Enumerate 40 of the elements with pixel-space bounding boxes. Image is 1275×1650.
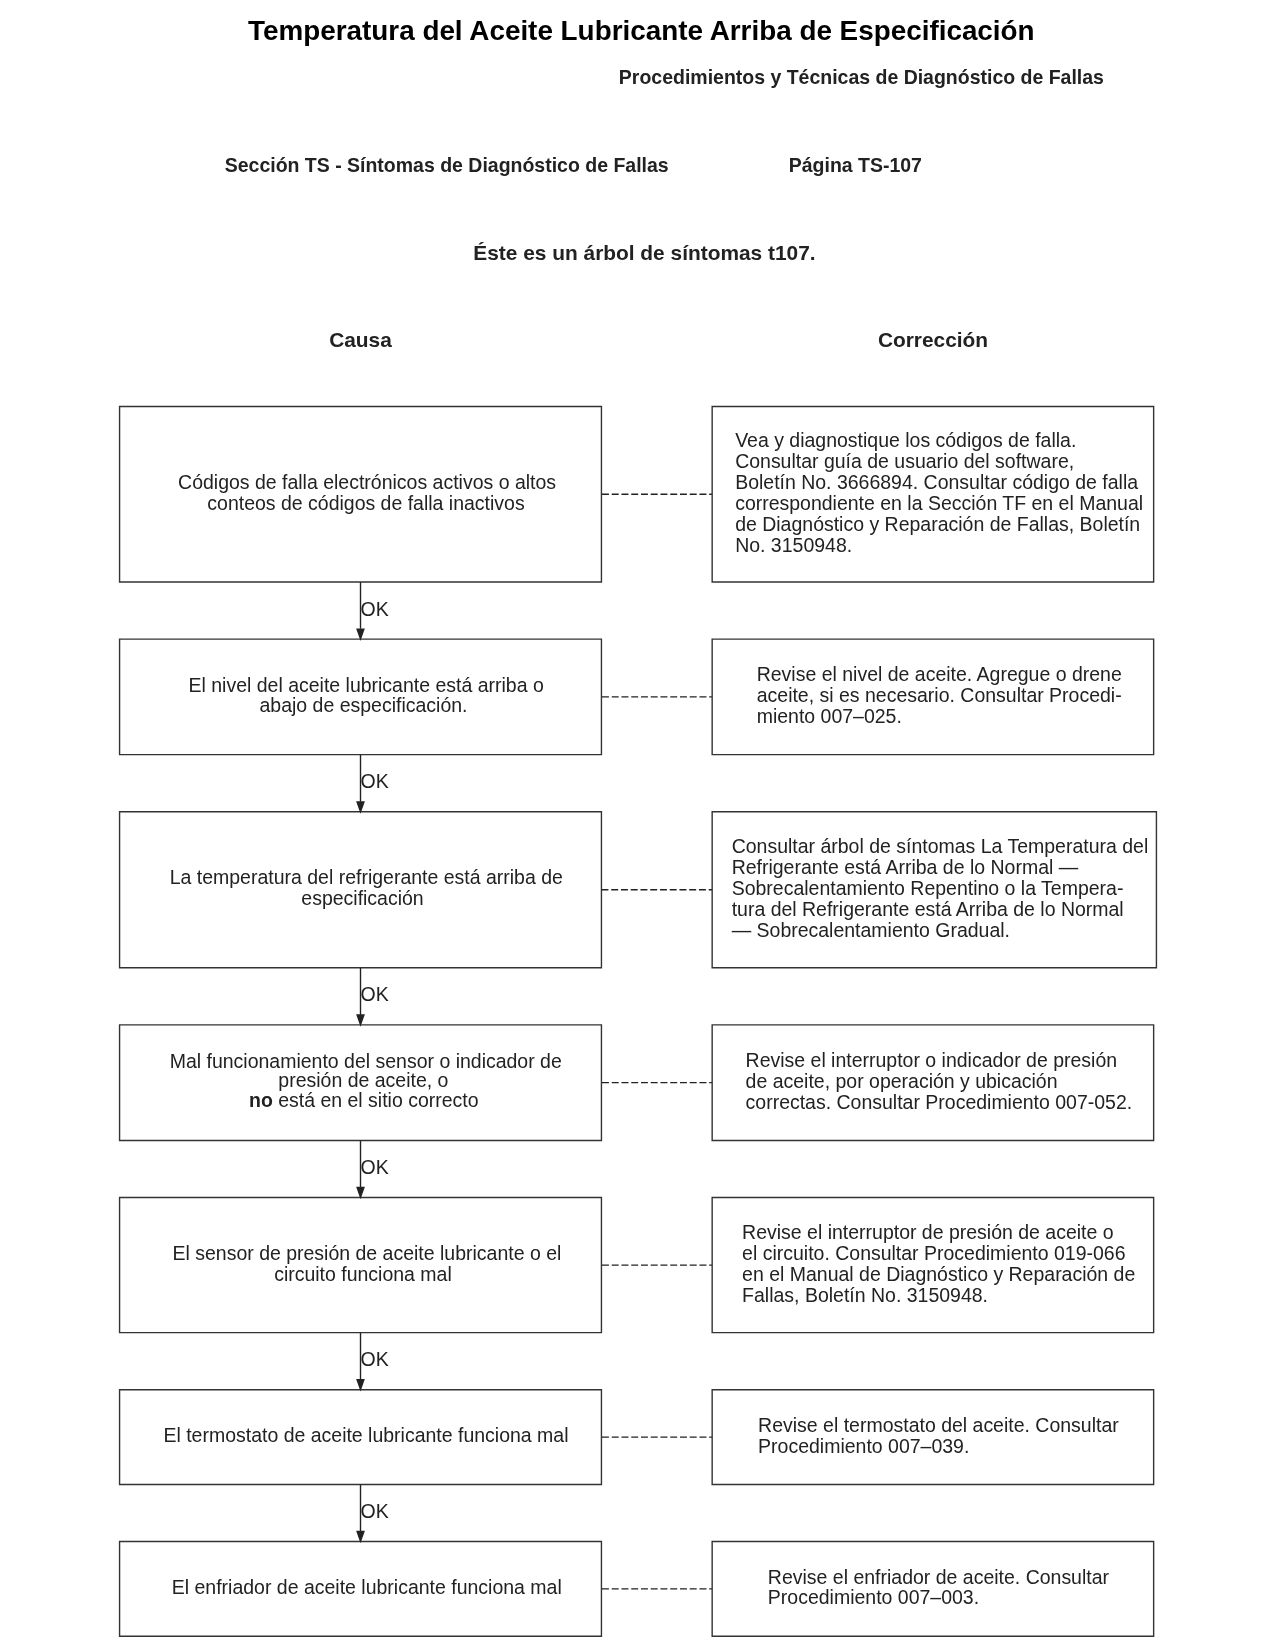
edge-label: OK — [360, 597, 389, 620]
node-box: La temperatura del refrigerante está arriba de especificación — [118, 811, 602, 969]
edge-label: OK — [360, 1156, 389, 1179]
edge-label: OK — [360, 983, 389, 1006]
label: Éste es un árbol de síntomas t107. — [472, 240, 816, 264]
node-box: Revise el interruptor de presión de aceite o el circuito. Consultar Procedimiento 019-066 en el Manual de Diagnóstico y Reparación de Fallas, Boletín No. 3150948. — [710, 1196, 1154, 1334]
node-box: Consultar árbol de síntomas La Temperatura del Refrigerante está Arriba de lo Normal — Sobrecalentamiento Repentino o la Tempera- tura del Refrigerante está Arriba de lo Normal — Sobrecalentamiento Gradual. — [710, 811, 1157, 969]
edge-label: OK — [360, 1348, 389, 1371]
node-box: Revise el enfriador de aceite. Consultar Procedimiento 007–003. — [710, 1540, 1154, 1637]
node-box: Revise el termostato del aceite. Consultar Procedimiento 007–039. — [710, 1389, 1154, 1486]
arrow — [355, 581, 365, 641]
arrow — [355, 754, 365, 814]
label: Corrección — [877, 328, 988, 352]
node-box: Revise el interruptor o indicador de presión de aceite, por operación y ubicación correctas. Consultar Procedimiento 007-052. — [710, 1024, 1154, 1142]
arrow — [355, 967, 365, 1027]
node-box: Revise el nivel de aceite. Agregue o drene aceite, si es necesario. Consultar Procedi- miento 007–025. — [710, 638, 1154, 756]
edge-label: OK — [360, 770, 389, 793]
arrow — [355, 1484, 365, 1544]
label: Procedimientos y Técnicas de Diagnóstico de Fallas — [618, 66, 1104, 89]
arrow — [355, 1332, 365, 1392]
connector — [600, 1264, 713, 1266]
edge-label: OK — [360, 1500, 389, 1523]
connector — [600, 493, 713, 495]
label: Página TS-107 — [788, 154, 922, 177]
diagram-title: Temperatura del Aceite Lubricante Arriba de Especificación — [247, 15, 1035, 47]
node-box: Códigos de falla electrónicos activos o altos conteos de códigos de falla inactivos — [118, 405, 602, 583]
connector — [600, 1588, 713, 1590]
connector — [600, 889, 713, 891]
node-box: El sensor de presión de aceite lubricante o el circuito funciona mal — [118, 1196, 602, 1334]
node-box: El termostato de aceite lubricante funciona mal — [118, 1389, 602, 1486]
connector — [600, 1436, 713, 1438]
label: Sección TS - Síntomas de Diagnóstico de Fallas — [224, 154, 669, 177]
connector — [600, 696, 713, 698]
node-box: El nivel del aceite lubricante está arriba o abajo de especificación. — [118, 638, 602, 756]
label: Causa — [328, 328, 392, 352]
node-box: El enfriador de aceite lubricante funciona mal — [118, 1540, 602, 1637]
connector — [600, 1081, 713, 1084]
node-box: Vea y diagnostique los códigos de falla. Consultar guía de usuario del software, Boletín No. 3666894. Consultar código de falla correspondiente en la Sección TF en el Manual de Diagnóstico y Reparación de Fallas, Boletín No. 3150948. — [710, 405, 1154, 583]
node-box: Mal funcionamiento del sensor o indicador de presión de aceite, o no está en el sitio correcto — [118, 1024, 602, 1142]
arrow — [355, 1140, 365, 1200]
